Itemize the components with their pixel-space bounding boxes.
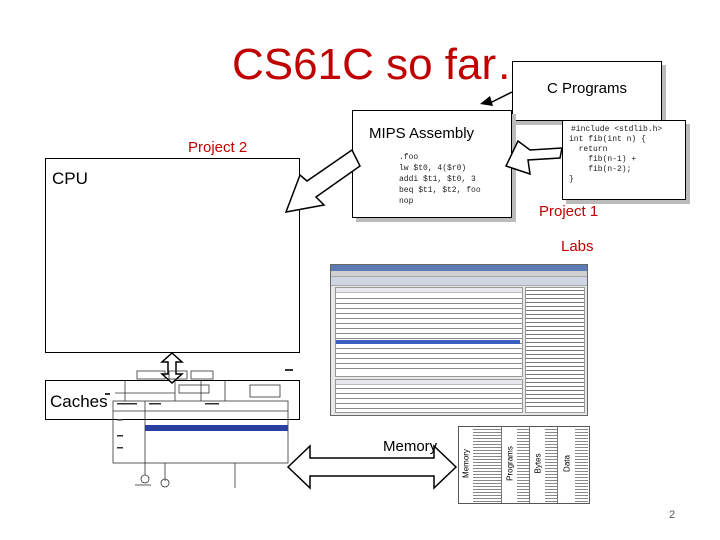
c-programs-label: C Programs — [547, 80, 628, 97]
labs-screenshot — [330, 264, 588, 416]
mips-assembly-card: MIPS Assembly .foo lw $t0, 4($r0) addi $… — [352, 110, 512, 218]
caches-box: Caches — [45, 380, 300, 420]
cache-memory-arrow — [286, 444, 458, 490]
memory-diagram: Memory Programs Bytes Data — [458, 426, 590, 504]
c-code-line: } — [569, 175, 574, 184]
mips-assembly-label: MIPS Assembly — [369, 125, 475, 142]
cache-circuit-diagram — [105, 369, 293, 488]
c-code-line: return — [569, 145, 608, 154]
c-code-line: fib(n-1) + — [569, 155, 637, 164]
asm-line: addi $t1, $t0, 3 — [399, 175, 476, 184]
memory-col-label: Data — [562, 455, 572, 472]
memory-label: Memory — [383, 438, 438, 455]
c-code-card: #include <stdlib.h> int fib(int n) { ret… — [562, 120, 686, 200]
caches-label: Caches — [50, 392, 108, 411]
asm-line: .foo — [399, 153, 419, 162]
c-include-line: #include <stdlib.h> — [571, 125, 663, 134]
c-code-line: fib(n-2); — [569, 165, 632, 174]
project-1-label: Project 1 — [539, 203, 599, 220]
memory-col-label: Bytes — [533, 453, 543, 474]
cpu-label: CPU — [52, 169, 88, 188]
asm-line: lw $t0, 4($r0) — [399, 164, 467, 173]
project-2-label: Project 2 — [188, 139, 248, 156]
slide-title: CS61C so far… — [232, 40, 541, 89]
asm-line: nop — [399, 197, 414, 206]
labs-label: Labs — [561, 238, 594, 255]
asm-line: beq $t1, $t2, foo — [399, 186, 481, 195]
c-programs-card: C Programs — [512, 61, 662, 121]
c-code-line: int fib(int n) { — [569, 135, 646, 144]
page-number: 2 — [669, 509, 676, 521]
memory-col-label: Memory — [461, 449, 471, 478]
cpu-box: CPU — [45, 158, 300, 353]
memory-col-label: Programs — [505, 446, 515, 481]
cpu-cache-arrow — [160, 352, 184, 384]
